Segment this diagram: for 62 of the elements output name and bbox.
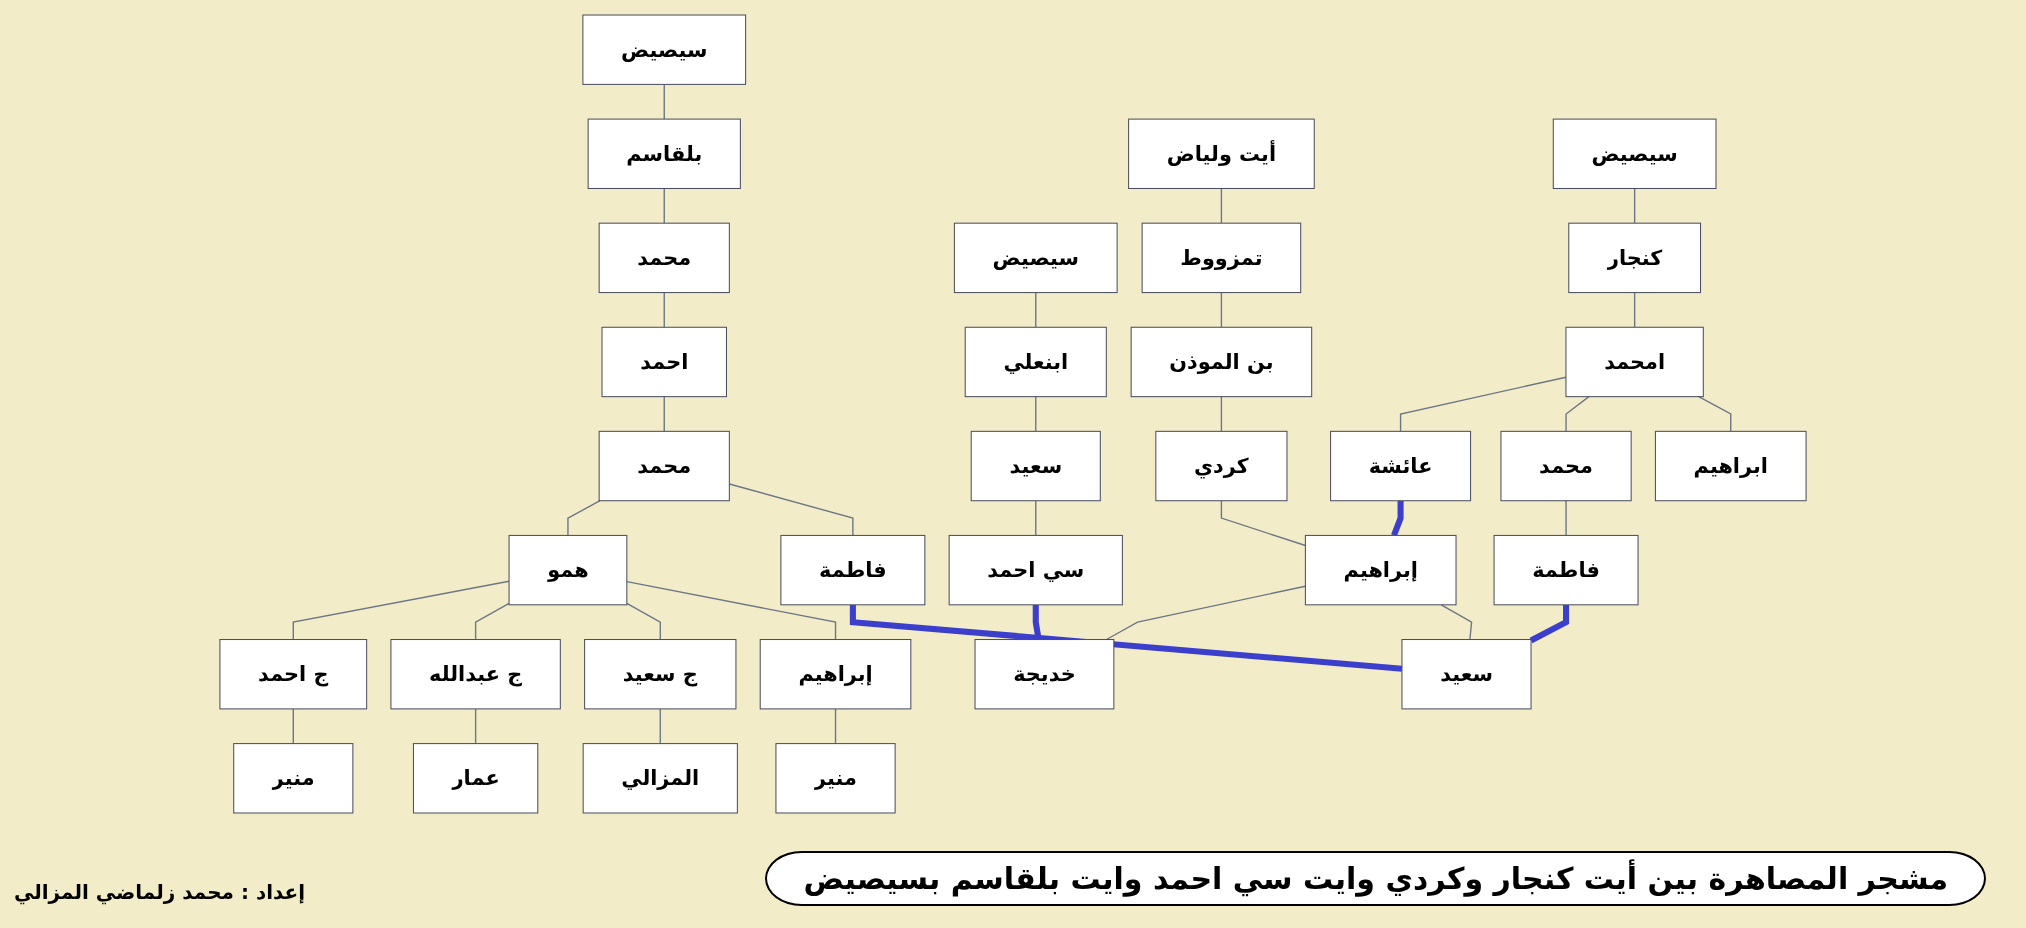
connector-line: [474, 602, 510, 641]
connector-line: [626, 602, 661, 641]
connector-line: [1035, 500, 1037, 537]
connector-line: [567, 500, 601, 537]
name-box: محمد: [598, 222, 730, 294]
connector-line: [292, 708, 294, 745]
name-box: أيت ولياض: [1128, 118, 1315, 189]
diagram-title: مشجر المصاهرة بين أيت كنجار وكردي وايت سي احمد وايت بلقاسم بسيصيض: [765, 851, 1986, 906]
connector-line: [292, 580, 510, 641]
connector-line: [1220, 291, 1223, 328]
connector-line: [663, 291, 665, 328]
connector-line: [1391, 500, 1404, 537]
name-box: محمد: [1500, 430, 1632, 502]
name-box: سيصيض: [1552, 118, 1717, 189]
connector-line: [1698, 395, 1732, 433]
connector-line: [663, 83, 665, 120]
connector-line: [1633, 187, 1636, 224]
connector-line: [1529, 604, 1570, 644]
name-box: سعيد: [1401, 639, 1532, 710]
connector-line: [1565, 395, 1590, 433]
name-box: سعيد: [970, 430, 1101, 502]
credit-caption: إعداد : محمد زلماضي المزالي: [14, 880, 306, 904]
name-box: إبراهيم: [1304, 534, 1457, 606]
name-box: ج احمد: [219, 639, 368, 710]
name-box: كنجار: [1568, 222, 1702, 294]
name-box: ج سعيد: [584, 639, 737, 710]
connector-line: [1440, 604, 1473, 641]
connector-line: [1220, 187, 1223, 224]
name-box: سيصيض: [953, 222, 1118, 294]
connector-line: [1633, 291, 1636, 328]
connector-line: [626, 580, 837, 641]
name-box: خديجة: [974, 639, 1115, 710]
connector-line: [474, 708, 477, 745]
connector-line: [1035, 395, 1037, 433]
name-box: بن الموذن: [1130, 326, 1313, 398]
connector-line: [663, 395, 665, 433]
name-box: ابراهيم: [1654, 430, 1807, 502]
name-box: محمد: [598, 430, 730, 502]
name-box: ابنعلي: [964, 326, 1107, 398]
connector-line: [834, 708, 837, 745]
name-box: احمد: [601, 326, 727, 398]
name-box: منير: [775, 743, 896, 814]
name-box: سيصيض: [582, 14, 747, 85]
name-box: ج عبدالله: [390, 639, 561, 710]
name-box: فاطمة: [1493, 534, 1639, 606]
name-box: همو: [508, 534, 628, 606]
connector-line: [663, 187, 665, 224]
name-box: عمار: [412, 743, 539, 814]
connector-line: [1035, 291, 1037, 328]
name-box: بلقاسم: [587, 118, 741, 189]
name-box: فاطمة: [780, 534, 926, 606]
name-box: امحمد: [1565, 326, 1704, 398]
name-box: كردي: [1155, 430, 1288, 502]
name-box: منير: [233, 743, 354, 814]
name-box: عائشة: [1330, 430, 1472, 502]
connector-line: [1565, 500, 1567, 537]
connector-line: [1220, 395, 1223, 433]
name-box: سي احمد: [948, 534, 1123, 606]
name-box: إبراهيم: [759, 639, 912, 710]
name-box: المزالي: [582, 743, 738, 814]
name-box: تمزووط: [1141, 222, 1302, 294]
connector-line: [659, 708, 661, 745]
